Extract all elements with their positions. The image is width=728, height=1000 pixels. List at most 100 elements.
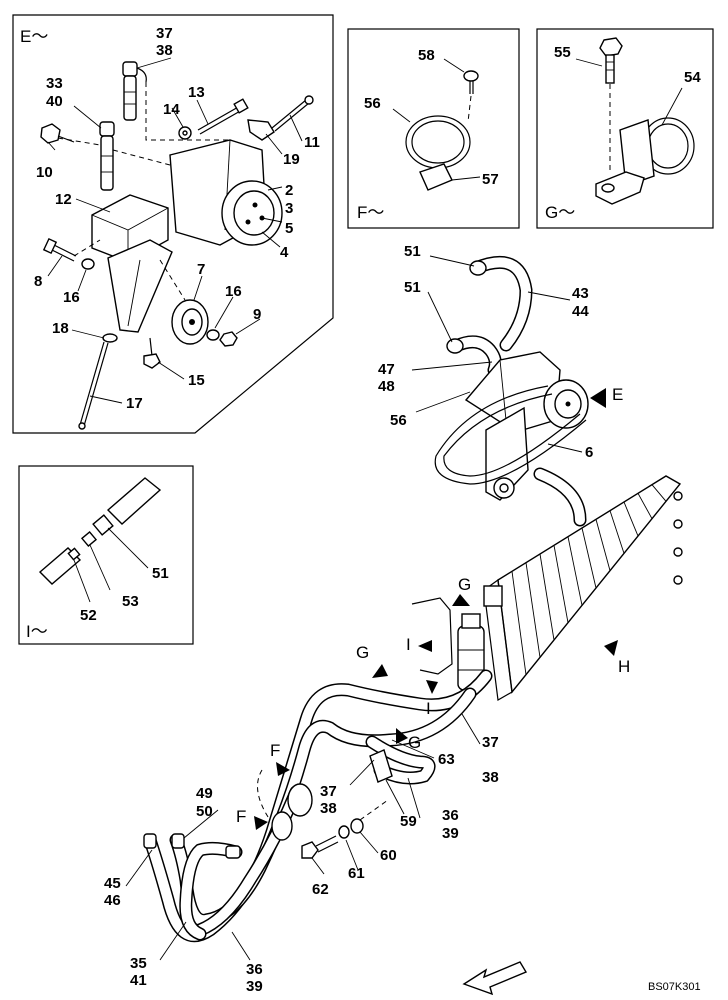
label-37-right: 37 bbox=[482, 734, 499, 751]
adjust-rod-17 bbox=[78, 341, 109, 430]
view-arrow-g3 bbox=[396, 728, 408, 744]
view-letter-g2: G bbox=[356, 643, 369, 662]
bolt-15 bbox=[143, 337, 161, 369]
condenser-fin bbox=[595, 519, 611, 571]
view-letter-i1: I bbox=[406, 635, 411, 654]
view-letter-g1: G bbox=[458, 575, 471, 594]
label-51-detail: 51 bbox=[152, 565, 169, 582]
view-letter-f1: F bbox=[270, 741, 280, 760]
label-10: 10 bbox=[36, 164, 53, 181]
condenser-fin bbox=[553, 545, 569, 623]
belt-6 bbox=[434, 385, 587, 485]
clamp-f-upper bbox=[287, 783, 313, 817]
view-arrow-h bbox=[604, 640, 618, 656]
label-36-right: 36 bbox=[442, 807, 459, 824]
receiver-dryer bbox=[457, 585, 503, 691]
fitting-51-lower bbox=[446, 338, 464, 354]
washer-18 bbox=[102, 333, 118, 343]
label-7: 7 bbox=[197, 261, 205, 278]
condenser-fin bbox=[567, 536, 583, 606]
washer-61 bbox=[338, 825, 350, 839]
label-38-left: 38 bbox=[320, 800, 337, 817]
label-36-bottom: 36 bbox=[246, 961, 263, 978]
washer-60 bbox=[350, 818, 364, 834]
label-53: 53 bbox=[122, 593, 139, 610]
screw-58 bbox=[463, 70, 479, 94]
bracket-12 bbox=[91, 194, 173, 333]
label-49: 49 bbox=[196, 785, 213, 802]
pressure-switch-upper bbox=[122, 61, 147, 121]
dryer-bracket bbox=[411, 597, 453, 675]
label-39-right: 39 bbox=[442, 825, 459, 842]
label-35: 35 bbox=[130, 955, 147, 972]
view-letter-e: E bbox=[612, 385, 623, 404]
label-4: 4 bbox=[280, 244, 289, 261]
nut-9 bbox=[219, 331, 238, 347]
view-letter-f2: F bbox=[236, 807, 246, 826]
panel-e-caption: E～ bbox=[20, 27, 48, 46]
label-51-lower: 51 bbox=[404, 279, 421, 296]
view-arrow-g1 bbox=[452, 594, 470, 606]
clamp-f-lower bbox=[271, 811, 293, 841]
label-46: 46 bbox=[104, 892, 121, 909]
bolt-55 bbox=[599, 37, 623, 84]
label-52: 52 bbox=[80, 607, 97, 624]
label-61: 61 bbox=[348, 865, 365, 882]
compressor-body bbox=[169, 139, 283, 246]
label-58: 58 bbox=[418, 47, 435, 64]
condenser-fin bbox=[623, 501, 639, 537]
label-6: 6 bbox=[585, 444, 593, 461]
panel-e-border bbox=[12, 14, 334, 434]
main-assembly: E H G G G I I F F 51 51 43 44 47 48 56 bbox=[104, 243, 683, 995]
label-14: 14 bbox=[163, 101, 180, 118]
label-51-upper: 51 bbox=[404, 243, 421, 260]
bolt-8 bbox=[42, 237, 77, 262]
condenser bbox=[483, 475, 683, 701]
label-48: 48 bbox=[378, 378, 395, 395]
label-63: 63 bbox=[438, 751, 455, 768]
view-letter-g3: G bbox=[408, 733, 421, 752]
washer-16-left bbox=[81, 258, 95, 270]
label-47: 47 bbox=[378, 361, 395, 378]
front-direction-arrow bbox=[462, 961, 528, 996]
label-43: 43 bbox=[572, 285, 589, 302]
label-60: 60 bbox=[380, 847, 397, 864]
label-56-detail: 56 bbox=[364, 95, 381, 112]
label-37: 37 bbox=[156, 25, 173, 42]
condenser-fin bbox=[581, 527, 597, 589]
panel-f-detail: F～ 58 56 57 bbox=[347, 28, 520, 229]
label-33: 33 bbox=[46, 75, 63, 92]
view-arrow-g2 bbox=[372, 664, 388, 678]
panel-f-caption: F～ bbox=[357, 203, 384, 222]
washer-16-right bbox=[206, 329, 220, 341]
fitting-45-46 bbox=[143, 833, 157, 849]
panel-i-border bbox=[18, 465, 194, 645]
label-17: 17 bbox=[126, 395, 143, 412]
condenser-fin bbox=[651, 484, 667, 502]
label-8: 8 bbox=[34, 273, 42, 290]
label-37-left: 37 bbox=[320, 783, 337, 800]
label-62: 62 bbox=[312, 881, 329, 898]
label-19: 19 bbox=[283, 151, 300, 168]
label-9: 9 bbox=[253, 306, 261, 323]
panel-f-border bbox=[347, 28, 520, 229]
bolt-11 bbox=[271, 95, 314, 132]
label-18: 18 bbox=[52, 320, 69, 337]
panel-g-detail: G～ 55 54 bbox=[536, 28, 714, 229]
label-41: 41 bbox=[130, 972, 147, 989]
label-13: 13 bbox=[188, 84, 205, 101]
block-57 bbox=[419, 163, 453, 191]
view-letter-h: H bbox=[618, 657, 630, 676]
label-54: 54 bbox=[684, 69, 701, 86]
fitting-49-50 bbox=[171, 833, 185, 849]
bolt-62 bbox=[301, 835, 339, 859]
view-arrow-f2 bbox=[254, 816, 268, 830]
condenser-fin bbox=[609, 510, 625, 554]
label-12: 12 bbox=[55, 191, 72, 208]
panel-e-detail: E～ bbox=[12, 14, 334, 434]
clamp-54 bbox=[595, 117, 695, 205]
label-38: 38 bbox=[156, 42, 173, 59]
label-15: 15 bbox=[188, 372, 205, 389]
condenser-fin bbox=[511, 571, 527, 675]
